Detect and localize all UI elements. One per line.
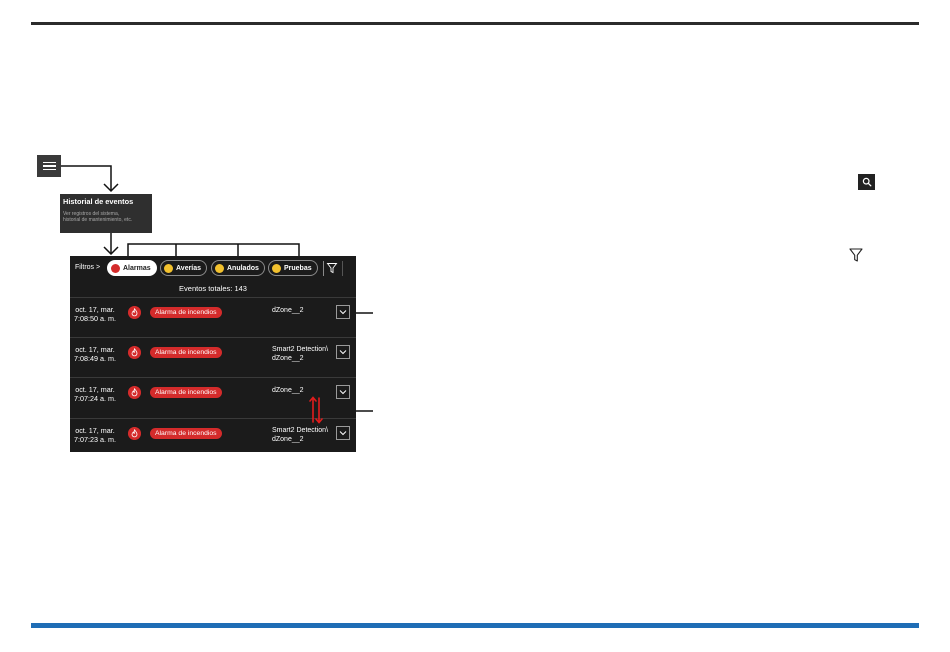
filter-icon bbox=[849, 248, 863, 262]
expand-button[interactable] bbox=[336, 305, 350, 319]
filter-chip-alarmas[interactable]: Alarmas bbox=[107, 260, 157, 276]
event-row[interactable]: oct. 17, mar. 7:07:24 a. m. Alarma de in… bbox=[70, 377, 356, 416]
warning-dot bbox=[215, 263, 224, 273]
event-type-badge: Alarma de incendios bbox=[150, 428, 222, 439]
event-zone: Smart2 Detection\ dZone__2 bbox=[272, 427, 329, 443]
fire-icon bbox=[128, 386, 141, 399]
event-zone: dZone__2 bbox=[272, 307, 304, 314]
events-total: Eventos totales: 143 bbox=[179, 284, 247, 293]
expand-button[interactable] bbox=[336, 426, 350, 440]
filter-chip-pruebas[interactable]: Pruebas bbox=[268, 260, 318, 276]
tile-description: Ver registros del sistema, historial de … bbox=[63, 210, 133, 224]
event-history-panel: Filtros > Alarmas Averías Anulados Prueb… bbox=[70, 256, 356, 452]
filter-divider bbox=[342, 261, 343, 276]
bottom-rule bbox=[31, 623, 919, 628]
filter-chip-averias[interactable]: Averías bbox=[160, 260, 208, 276]
menu-icon[interactable] bbox=[37, 155, 61, 177]
filter-divider bbox=[323, 261, 324, 276]
scroll-arrows-icon[interactable] bbox=[308, 395, 324, 425]
event-type-badge: Alarma de incendios bbox=[150, 347, 222, 358]
event-datetime: oct. 17, mar. 7:07:23 a. m. bbox=[74, 426, 116, 444]
event-type-badge: Alarma de incendios bbox=[150, 387, 222, 398]
chevron-down-icon bbox=[339, 431, 347, 436]
expand-button[interactable] bbox=[336, 345, 350, 359]
event-type-badge: Alarma de incendios bbox=[150, 307, 222, 318]
fire-icon bbox=[128, 427, 141, 440]
filter-icon[interactable] bbox=[326, 262, 338, 274]
warning-dot bbox=[164, 263, 173, 273]
event-row[interactable]: oct. 17, mar. 7:07:23 a. m. Alarma de in… bbox=[70, 418, 356, 452]
fire-icon bbox=[128, 306, 141, 319]
event-datetime: oct. 17, mar. 7:07:24 a. m. bbox=[74, 385, 116, 403]
event-zone: dZone__2 bbox=[272, 387, 304, 394]
chevron-down-icon bbox=[339, 390, 347, 395]
chevron-down-icon bbox=[339, 310, 347, 315]
expand-button[interactable] bbox=[336, 385, 350, 399]
alarm-dot bbox=[111, 263, 120, 273]
event-zone: Smart2 Detection\ dZone__2 bbox=[272, 346, 329, 362]
filter-bar: Filtros > Alarmas Averías Anulados Prueb… bbox=[70, 256, 356, 281]
event-row[interactable]: oct. 17, mar. 7:08:50 a. m. Alarma de in… bbox=[70, 297, 356, 336]
chevron-down-icon bbox=[339, 350, 347, 355]
filter-chip-anulados[interactable]: Anulados bbox=[211, 260, 265, 276]
filters-label: Filtros > bbox=[75, 264, 101, 271]
warning-dot bbox=[272, 263, 281, 273]
search-icon[interactable] bbox=[858, 174, 875, 190]
event-datetime: oct. 17, mar. 7:08:50 a. m. bbox=[74, 305, 116, 323]
event-row[interactable]: oct. 17, mar. 7:08:49 a. m. Alarma de in… bbox=[70, 337, 356, 376]
top-rule bbox=[31, 22, 919, 25]
tile-title: Historial de eventos bbox=[63, 197, 134, 206]
event-history-tile[interactable]: Historial de eventos Ver registros del s… bbox=[60, 194, 152, 233]
fire-icon bbox=[128, 346, 141, 359]
event-datetime: oct. 17, mar. 7:08:49 a. m. bbox=[74, 345, 116, 363]
